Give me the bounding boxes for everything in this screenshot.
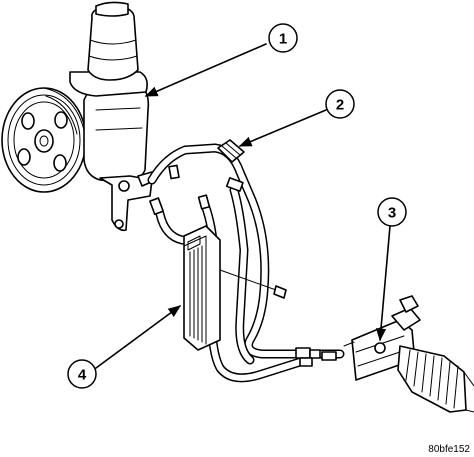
leader-lines [95,43,391,369]
pump-pulley [1,87,87,193]
leader-2 [238,109,327,147]
power-steering-pump [69,1,157,232]
callout-4-label: 4 [78,367,87,384]
callout-2-label: 2 [336,97,344,114]
hose-fittings [149,164,337,367]
figure-code: 80bfe152 [428,444,470,455]
leader-3 [375,225,391,342]
leader-4 [95,305,182,369]
callout-3-label: 3 [388,205,396,222]
pressure-hose [147,143,345,359]
steering-rack [343,295,474,413]
oil-cooler [183,225,287,351]
callout-2: 2 [325,89,355,119]
callout-3: 3 [377,197,407,227]
leader-1 [144,43,267,97]
callout-1-label: 1 [279,31,287,48]
callout-1: 1 [268,23,298,53]
callout-4: 4 [67,359,97,389]
hose-connector [217,139,245,163]
